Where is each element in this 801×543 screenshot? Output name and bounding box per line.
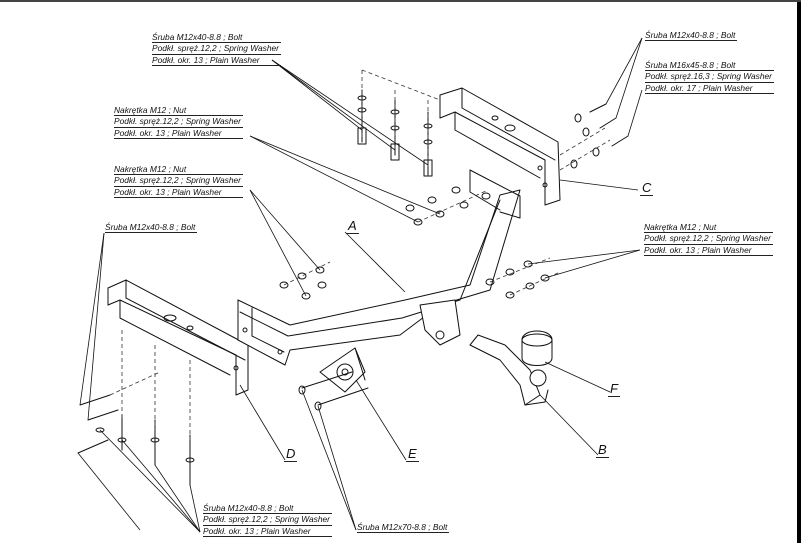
callout-line: Nakrętka M12 ; Nut — [114, 164, 243, 176]
part-label-f: F — [608, 381, 620, 397]
callout-line: Podkł. okr. 13 ; Plain Washer — [114, 187, 243, 199]
letter-text: C — [640, 180, 654, 196]
letter-text: F — [608, 381, 620, 397]
callout-line: Podkł. okr. 17 ; Plain Washer — [645, 83, 774, 95]
bolts-m12x70 — [298, 371, 369, 411]
callout-nut-right: Nakrętka M12 ; Nut Podkł. spręż.12,2 ; S… — [644, 222, 773, 257]
callout-bottom-m12x70: Śruba M12x70-8.8 ; Bolt — [357, 522, 450, 534]
callout-line: Podkł. spręż.12,2 ; Spring Washer — [114, 175, 243, 187]
callout-line: Podkł. spręż.12,2 ; Spring Washer — [644, 233, 773, 245]
callout-line: Podkł. spręż.12,2 ; Spring Washer — [203, 514, 332, 526]
letter-text: A — [346, 218, 359, 234]
callout-nut-upper: Nakrętka M12 ; Nut Podkł. spręż.12,2 ; S… — [114, 105, 243, 140]
callout-line: Nakrętka M12 ; Nut — [644, 222, 773, 234]
callout-line: Śruba M12x40-8.8 ; Bolt — [645, 30, 738, 42]
callout-line: Śruba M12x40-8.8 ; Bolt — [203, 503, 332, 515]
callout-top-right-m16: Śruba M16x45-8.8 ; Bolt Podkł. spręż.16,… — [645, 60, 774, 95]
bracket-d — [107, 279, 249, 396]
letter-text: E — [406, 446, 419, 462]
part-label-d: D — [284, 446, 298, 462]
callout-bottom-bolt: Śruba M12x40-8.8 ; Bolt Podkł. spręż.12,… — [203, 503, 332, 538]
socket-plate-e — [319, 347, 366, 393]
callout-line: Podkł. spręż.12,2 ; Spring Washer — [114, 116, 243, 128]
callout-line: Śruba M12x70-8.8 ; Bolt — [357, 522, 450, 534]
callout-line: Śruba M12x40-8.8 ; Bolt — [105, 222, 198, 234]
top-frame-edge — [0, 0, 801, 2]
letter-text: B — [596, 442, 609, 458]
part-label-c: C — [640, 180, 654, 196]
part-label-a: A — [346, 218, 359, 234]
callout-top-right-bolt: Śruba M12x40-8.8 ; Bolt — [645, 30, 738, 42]
bracket-c — [439, 87, 561, 206]
callout-line: Podkł. spręż.12,2 ; Spring Washer — [152, 43, 281, 55]
callout-line: Podkł. okr. 13 ; Plain Washer — [644, 245, 773, 257]
ball-cover-f — [521, 330, 553, 366]
alignment-lines — [109, 69, 611, 440]
nuts-right — [485, 260, 550, 299]
callout-line: Nakrętka M12 ; Nut — [114, 105, 243, 117]
letter-text: D — [284, 446, 298, 462]
right-frame-edge — [797, 0, 801, 543]
crossbeam-a — [237, 169, 521, 366]
callout-line: Podkł. spręż.16,3 ; Spring Washer — [645, 71, 774, 83]
bolts-right — [570, 103, 629, 169]
part-label-e: E — [406, 446, 419, 462]
nuts-upper — [405, 186, 491, 226]
callout-top-left: Śruba M12x40-8.8 ; Bolt Podkł. spręż.12,… — [152, 32, 281, 67]
callout-line: Podkł. okr. 13 ; Plain Washer — [114, 128, 243, 140]
bolts-bottom-left — [77, 394, 195, 486]
leader-lines — [77, 37, 643, 533]
callout-line: Podkł. okr. 13 ; Plain Washer — [152, 55, 281, 67]
callout-line: Podkł. okr. 13 ; Plain Washer — [203, 526, 332, 538]
part-label-b: B — [596, 442, 609, 458]
nuts-middle — [279, 266, 327, 300]
callout-line: Śruba M16x45-8.8 ; Bolt — [645, 60, 774, 72]
callout-left-bolt: Śruba M12x40-8.8 ; Bolt — [105, 222, 198, 234]
callout-line: Śruba M12x40-8.8 ; Bolt — [152, 32, 281, 44]
callout-nut-middle: Nakrętka M12 ; Nut Podkł. spręż.12,2 ; S… — [114, 164, 243, 199]
